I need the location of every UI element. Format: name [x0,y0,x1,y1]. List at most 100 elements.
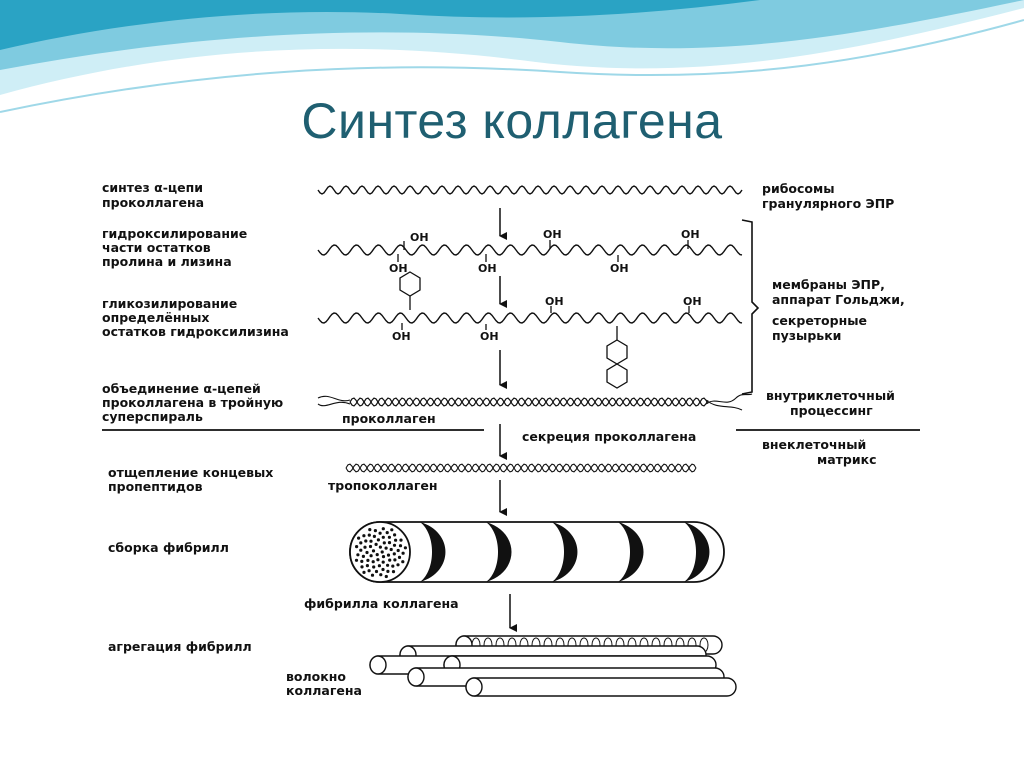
fibril-dot [372,534,376,539]
fibril-dot [381,535,385,539]
alpha-chain-glycosylated [317,312,743,324]
collagen-fibril [349,521,725,583]
tropocollagen-label: тропоколлаген [328,478,437,493]
fibril-dot [376,558,380,562]
fibril-dot [381,567,385,572]
fibril-dot [360,565,364,569]
label-glycosylation-2: определённых [102,310,210,325]
fibril-cross-section [349,521,411,583]
fibril-dot [366,558,370,563]
label-cleavage-2: пропептидов [108,479,203,494]
label-membranes-1: мембраны ЭПР, [772,277,885,292]
fibril-dot [392,552,396,556]
label-intracellular-2: процессинг [790,403,873,418]
fibril-dot [397,555,402,560]
fibril-dot [381,555,386,559]
fibril-dot [384,546,388,550]
oh-label: OH [610,262,629,275]
fibril-dot [381,560,385,564]
fibril-dot [401,560,405,564]
fibril-dot [359,541,363,545]
fibril-dot [375,553,379,557]
alpha-chain-synthesis [317,185,743,195]
glyco-groups-chain3: OH OH OH OH [392,271,702,389]
fibril-band [618,522,644,582]
fibril-dot [369,539,373,543]
fibril-dot [380,550,384,554]
fibril-dot [386,553,391,557]
fibril-dot [365,564,369,568]
fibril-dot [386,569,390,574]
fibril-band [552,522,578,582]
fibril-dot [382,541,386,545]
label-membranes-4: пузырьки [772,328,841,343]
procollagen-helix [317,393,753,411]
wave-mid [0,0,1024,70]
fibril-band [486,522,512,582]
fibril-dot [364,539,368,543]
fibril-dot [385,531,389,535]
fibril-dot [371,560,375,564]
fibril-dot [391,564,395,568]
label-assembly-3: суперспираль [102,409,203,424]
fibril-dot [373,529,377,533]
fibril-dot [368,544,373,549]
fibril-dot [360,559,364,564]
page-title: Синтез коллагена [301,93,723,149]
fibril-dot [394,538,398,542]
oh-label: OH [410,231,429,244]
fibril-band [684,522,710,582]
fibril-dot [388,558,392,562]
sugar-ring [606,363,628,389]
fibril-dot [393,533,397,537]
fibril-dot [377,564,381,568]
label-glycosylation-3: остатков гидроксилизина [102,324,289,339]
tropocollagen-helix [345,463,697,473]
label-hydroxylation-1: гидроксилирование [102,226,247,241]
fibril-dot [378,545,382,549]
fibril-dot [356,553,360,557]
fibril-dot [391,570,396,574]
fibril-dot [399,538,403,542]
fibril-dot [355,545,359,549]
flow-arrows [499,208,517,632]
sugar-ring [606,339,628,365]
fibril-dot [362,534,366,538]
sugar-ring [399,271,421,297]
oh-label: OH [545,295,564,308]
fibril-label: фибрилла коллагена [304,596,459,611]
membrane-bracket [741,219,760,395]
fiber-label-2: коллагена [286,683,362,698]
label-assembly-2: проколлагена в тройную [102,395,283,410]
fibril-dot [374,569,379,574]
procollagen-label: проколлаген [342,411,436,426]
wave-line [0,19,1024,113]
fibril-dot [361,554,365,559]
label-hydroxylation-3: пролина и лизина [102,254,232,269]
fibril-dot [387,541,392,545]
label-assembly-1: объединение α-цепей [102,381,261,396]
fibril-dot [367,533,371,537]
label-intracellular-1: внутриклеточный [766,388,895,403]
fibril-dot [362,570,366,575]
label-aggregation: агрегация фибрилл [108,639,252,654]
fibril-dot [363,545,367,549]
fiber-label-1: волокно [286,669,346,684]
fibril-dot [387,535,391,539]
fibril-dot [372,565,376,569]
fibril-dot [384,574,388,579]
secretion-label: секреция проколлагена [522,429,696,444]
fibril-dot [396,548,400,553]
label-extracellular-2: матрикс [817,452,877,467]
fibril-dot [392,543,397,547]
label-ribosomes-2: гранулярного ЭПР [762,196,894,211]
label-membranes-3: секреторные [772,313,867,328]
fibril-dot [371,549,376,553]
fibril-dot [379,573,383,577]
fibril-dot [376,538,380,542]
fibril-dot [368,528,372,532]
fibril-dot [369,554,373,558]
oh-label: OH [392,330,411,343]
oh-label: OH [543,228,562,241]
